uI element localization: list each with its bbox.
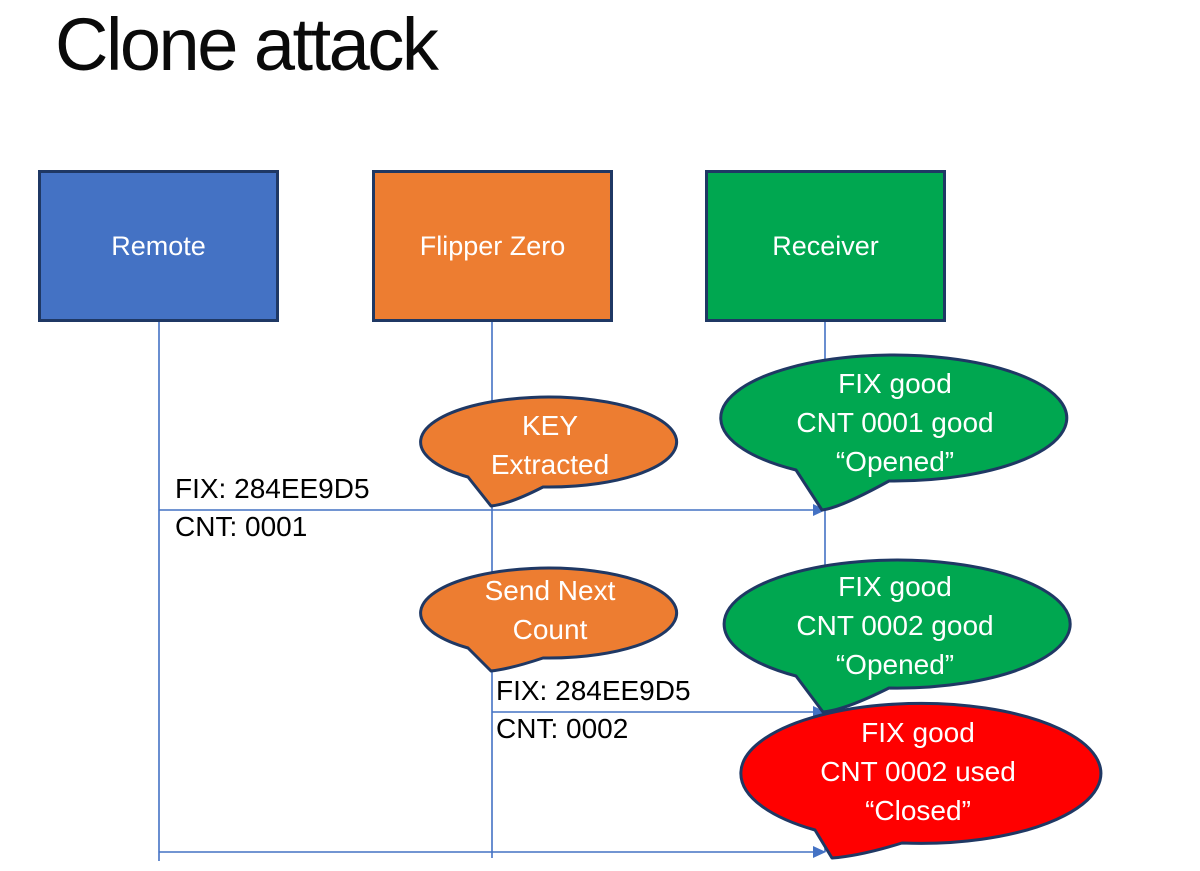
actor-label-flipper-zero: Flipper Zero <box>419 230 566 261</box>
actor-box-flipper-zero: Flipper Zero <box>372 170 613 322</box>
callout-line: Send Next <box>484 575 616 606</box>
callout-line: KEY <box>521 410 579 441</box>
actor-box-receiver: Receiver <box>705 170 946 322</box>
callout-bubble-cnt-0001-opened <box>719 353 1069 512</box>
message-2-fix-label: FIX: 284EE9D5 <box>496 675 691 706</box>
callout-line: FIX good <box>861 717 975 748</box>
callout-bubble-send-next-count <box>419 566 679 673</box>
callout-text-key-extracted: KEY Extracted <box>422 406 678 484</box>
message-arrow-3-arrowhead-icon <box>813 846 826 858</box>
callout-text-send-next-count: Send Next Count <box>422 571 678 649</box>
callout-bubble-key-extracted <box>419 395 679 508</box>
page-title: Clone attack <box>55 3 439 86</box>
callout-text-cnt-0001-opened: FIX good CNT 0001 good “Opened” <box>722 364 1068 481</box>
callout-line: “Closed” <box>865 795 971 826</box>
callout-line: “Opened” <box>835 649 955 680</box>
callout-line: CNT 0002 used <box>820 756 1016 787</box>
callout-line: CNT 0002 good <box>796 610 994 641</box>
actor-box-remote: Remote <box>38 170 279 322</box>
callout-text-cnt-0002-closed: FIX good CNT 0002 used “Closed” <box>738 713 1098 830</box>
message-1-cnt-label: CNT: 0001 <box>175 511 308 542</box>
callout-text-cnt-0002-opened: FIX good CNT 0002 good “Opened” <box>722 567 1068 684</box>
callout-line: FIX good <box>838 368 952 399</box>
callout-line: FIX good <box>838 571 952 602</box>
message-arrow-1-arrowhead-icon <box>813 504 826 516</box>
actor-label-remote: Remote <box>111 230 206 261</box>
callout-bubble-cnt-0002-closed <box>739 701 1103 860</box>
message-1-fix-label: FIX: 284EE9D5 <box>175 473 370 504</box>
actor-label-receiver: Receiver <box>772 230 879 261</box>
callout-line: Count <box>512 614 588 645</box>
callout-line: “Opened” <box>835 446 955 477</box>
callout-bubble-cnt-0002-opened <box>722 558 1072 714</box>
message-2-cnt-label: CNT: 0002 <box>496 713 629 744</box>
callout-line: Extracted <box>490 449 610 480</box>
callout-line: CNT 0001 good <box>796 407 994 438</box>
